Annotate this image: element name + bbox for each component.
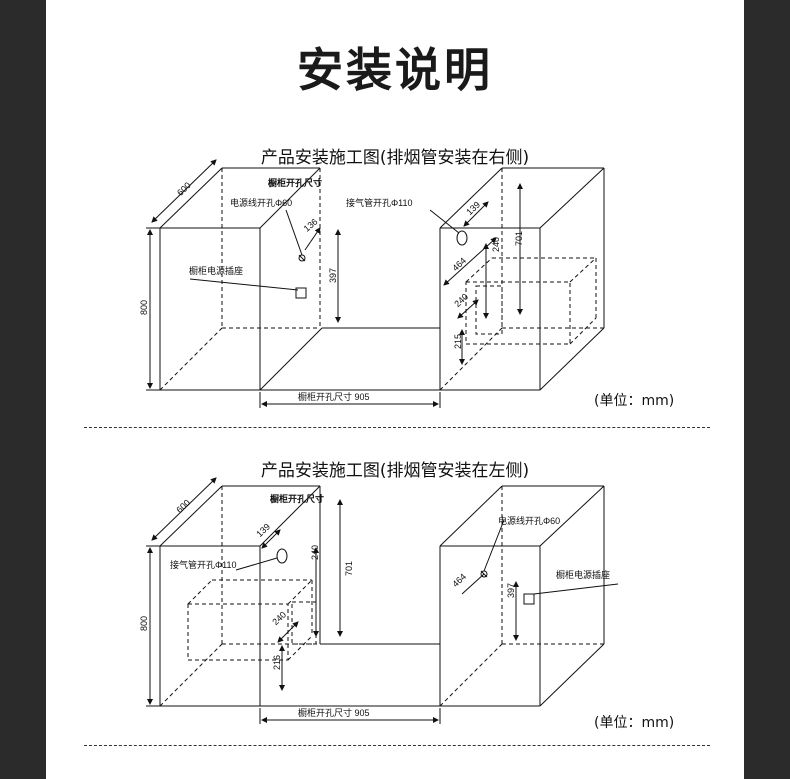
d1-dim-800: 800 [139, 300, 149, 315]
section-divider-1 [84, 427, 710, 428]
d2-unit-note: (单位：mm) [594, 715, 675, 731]
right-dark-border [744, 0, 790, 779]
d2-dim-240b: 240 [270, 609, 288, 627]
d1-width-label: 橱柜开孔尺寸 905 [298, 391, 370, 402]
section-divider-2 [84, 745, 710, 746]
d1-power-hole-label: 电源线开孔Φ60 [230, 197, 292, 208]
appliance-outline-2 [187, 579, 317, 661]
d2-width-label: 橱柜开孔尺寸 905 [298, 707, 370, 718]
left-cabinet-box-2 [159, 485, 321, 707]
d1-dim-215: 215 [453, 334, 463, 349]
d1-dim-701: 701 [514, 231, 524, 246]
d2-socket-label: 橱柜电源插座 [556, 569, 610, 580]
diagram1: 橱柜开孔尺寸 电源线开孔Φ60 接气管开孔Φ110 橱柜电源插座 橱柜开孔尺寸 … [139, 159, 605, 408]
d2-dim-600: 600 [174, 497, 192, 515]
d1-dim-464: 464 [450, 255, 468, 273]
right-cabinet-box-2 [439, 485, 605, 707]
d2-power-hole-label: 电源线开孔Φ60 [498, 515, 560, 526]
d1-dim-136: 136 [302, 216, 320, 233]
d2-dim-464: 464 [450, 571, 468, 589]
d2-dim-800: 800 [139, 616, 149, 631]
d2-dim-701: 701 [344, 561, 354, 576]
d1-dim-240a: 240 [491, 237, 501, 252]
d2-dim-216: 216 [272, 655, 282, 670]
d1-socket-label: 橱柜电源插座 [189, 265, 243, 276]
right-cabinet-box [439, 167, 605, 391]
d1-dim-397: 397 [328, 268, 338, 283]
d2-cutout-label: 橱柜开孔尺寸 [270, 493, 324, 504]
d1-exhaust-hole-label: 接气管开孔Φ110 [346, 197, 413, 208]
d2-dim-240a: 240 [310, 545, 320, 560]
d2-dim-397: 397 [506, 583, 516, 598]
diagram2-caption: 产品安装施工图(排烟管安装在左侧) [260, 461, 530, 481]
d1-cutout-label: 橱柜开孔尺寸 [268, 177, 322, 188]
d1-dim-600: 600 [175, 180, 193, 198]
diagram1-caption: 产品安装施工图(排烟管安装在右侧) [260, 148, 530, 168]
d1-dim-240b: 240 [452, 291, 470, 309]
d2-exhaust-hole-label: 接气管开孔Φ110 [170, 559, 237, 570]
left-dark-border [0, 0, 46, 779]
diagram2: 橱柜开孔尺寸 电源线开孔Φ60 接气管开孔Φ110 橱柜电源插座 橱柜开孔尺寸 … [139, 477, 619, 724]
page-title: 安装说明 [297, 43, 493, 97]
d1-unit-note: (单位：mm) [594, 393, 675, 409]
